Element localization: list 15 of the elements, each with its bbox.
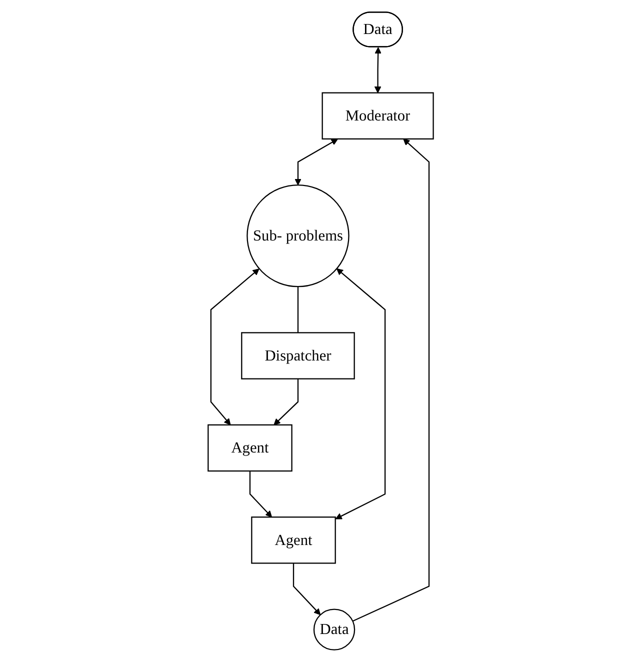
- node-box: Dispatcher: [241, 332, 356, 379]
- node-box: Agent: [251, 516, 336, 564]
- arrow: [374, 46, 382, 93]
- node-circle: Data: [314, 608, 356, 650]
- arrow: [293, 562, 321, 615]
- node-circle: Sub- problems: [246, 184, 350, 287]
- arrow: [274, 378, 299, 425]
- arrow: [250, 470, 272, 517]
- arrow: [352, 138, 430, 622]
- arrow: [336, 268, 386, 519]
- arrow: [210, 268, 260, 425]
- node-box: Agent: [208, 424, 293, 472]
- arrow: [294, 138, 338, 185]
- connector: [298, 286, 299, 332]
- node-box: Moderator: [322, 92, 434, 139]
